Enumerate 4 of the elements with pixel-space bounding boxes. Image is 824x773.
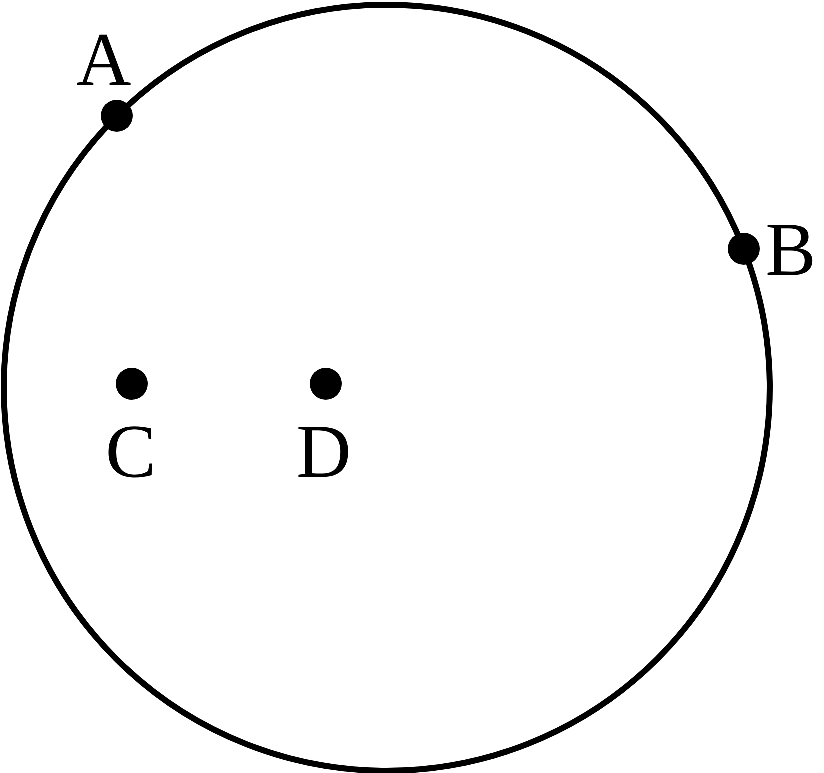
point-label: C bbox=[106, 414, 156, 490]
point-label: B bbox=[766, 212, 816, 288]
point-label: D bbox=[296, 414, 352, 490]
point-label: A bbox=[76, 22, 132, 98]
